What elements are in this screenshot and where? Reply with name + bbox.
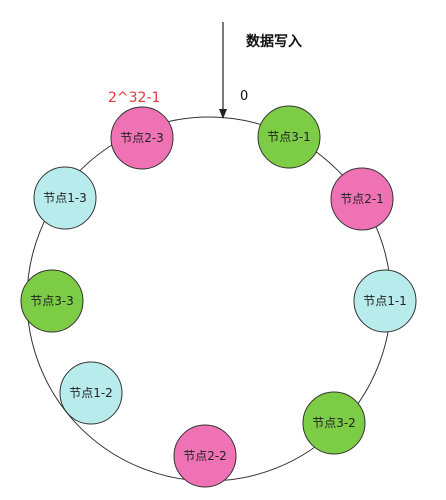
max-label: 2^32-1 xyxy=(108,90,160,106)
ring-node: 节点3-2 xyxy=(302,391,366,455)
ring-node-label: 节点3-2 xyxy=(312,416,356,430)
ring-node-circle xyxy=(330,167,394,231)
ring-node-circle xyxy=(110,106,174,170)
ring-node-circle xyxy=(33,166,97,230)
ring-node: 节点1-1 xyxy=(353,269,417,333)
ring-node-circle xyxy=(353,269,417,333)
ring-node-circle xyxy=(257,105,321,169)
ring-node-label: 节点2-3 xyxy=(120,131,164,145)
ring-node: 节点2-1 xyxy=(330,167,394,231)
ring-node: 节点3-1 xyxy=(257,105,321,169)
ring-node: 节点2-3 xyxy=(110,106,174,170)
nodes-layer: 节点3-1 节点2-1 节点1-1 节点3-2 节点2-2 节点1-2 节点3-3 节点1-3… xyxy=(20,105,417,488)
zero-label: 0 xyxy=(240,89,248,104)
ring-node-label: 节点3-1 xyxy=(267,130,311,144)
ring-node-label: 节点1-1 xyxy=(363,294,407,308)
ring-node: 节点1-3 xyxy=(33,166,97,230)
ring-node-circle xyxy=(20,269,84,333)
ring-node-label: 节点3-3 xyxy=(30,294,74,308)
ring-node: 节点3-3 xyxy=(20,269,84,333)
ring-node-label: 节点2-2 xyxy=(183,449,227,463)
ring-node-label: 节点1-2 xyxy=(69,386,113,400)
ring-node-circle xyxy=(173,424,237,488)
ring-node: 节点2-2 xyxy=(173,424,237,488)
ring-node: 节点1-2 xyxy=(59,361,123,425)
write-label: 数据写入 xyxy=(246,33,302,50)
ring-node-label: 节点1-3 xyxy=(43,191,87,205)
ring-node-circle xyxy=(59,361,123,425)
ring-node-circle xyxy=(302,391,366,455)
ring-node-label: 节点2-1 xyxy=(340,192,384,206)
